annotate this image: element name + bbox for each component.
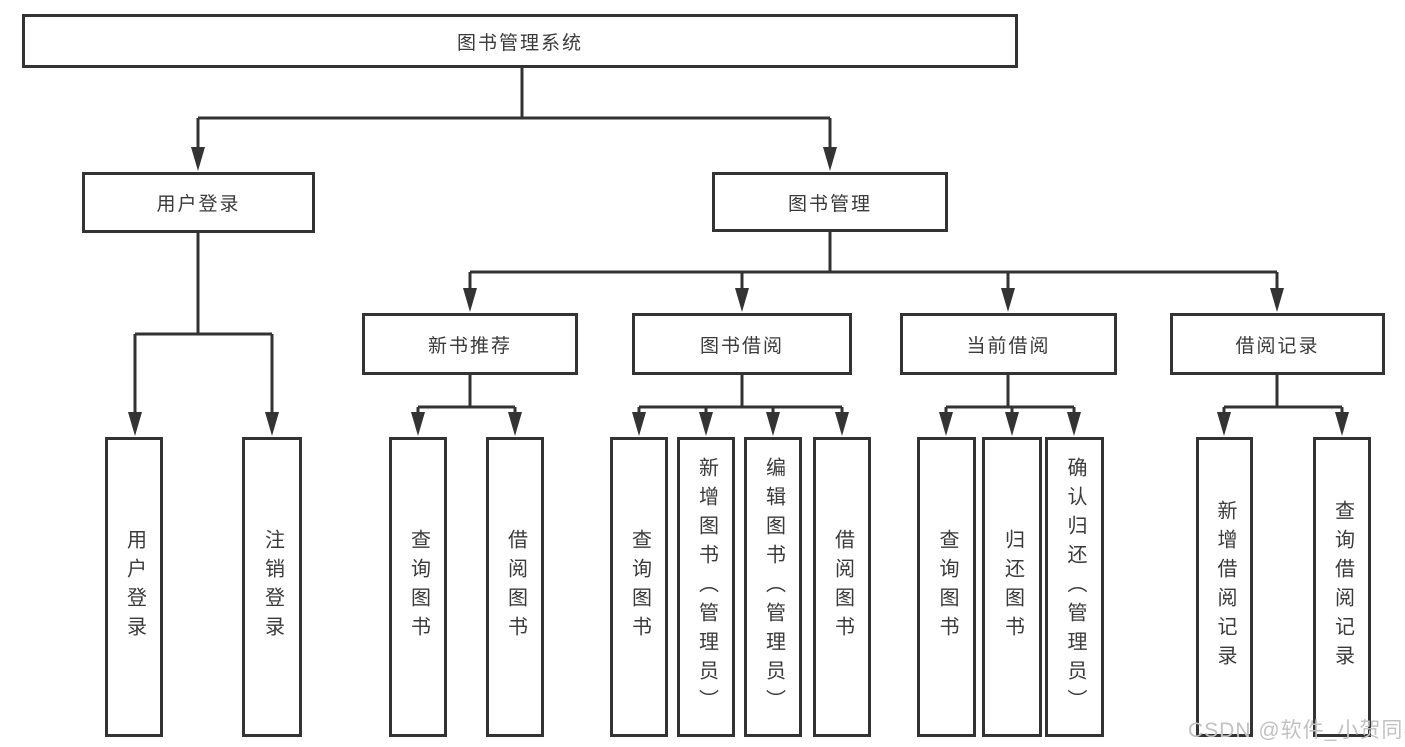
leaf-user-login: 用户登录 xyxy=(105,437,163,737)
leaf-recommend-borrow-books: 借阅图书 xyxy=(486,437,544,737)
node-current-borrowing: 当前借阅 xyxy=(900,313,1117,375)
leaf-borrowing-borrow-books: 借阅图书 xyxy=(813,437,871,737)
node-user-login: 用户登录 xyxy=(82,172,315,233)
node-new-book-recommend: 新书推荐 xyxy=(362,313,578,375)
node-root: 图书管理系统 xyxy=(22,14,1018,68)
csdn-watermark: CSDN @软件_小贺同学 xyxy=(1188,719,1405,742)
leaf-add-borrow-record: 新增借阅记录 xyxy=(1196,437,1253,737)
leaf-recommend-query-books: 查询图书 xyxy=(389,437,447,737)
arrowheads xyxy=(128,147,1349,436)
leaf-add-book-admin: 新增图书（管理员） xyxy=(677,437,735,737)
node-borrow-records: 借阅记录 xyxy=(1170,313,1385,375)
leaf-edit-book-admin: 编辑图书（管理员） xyxy=(744,437,802,737)
leaf-return-books: 归还图书 xyxy=(982,437,1042,737)
leaf-logout: 注销登录 xyxy=(242,437,302,737)
node-book-management: 图书管理 xyxy=(712,172,948,232)
leaf-current-query-books: 查询图书 xyxy=(917,437,976,737)
leaf-borrowing-query-books: 查询图书 xyxy=(610,437,668,737)
leaf-query-borrow-record: 查询借阅记录 xyxy=(1313,437,1371,737)
node-book-borrowing: 图书借阅 xyxy=(632,313,852,375)
leaf-confirm-return-admin: 确认归还（管理员） xyxy=(1045,437,1104,737)
